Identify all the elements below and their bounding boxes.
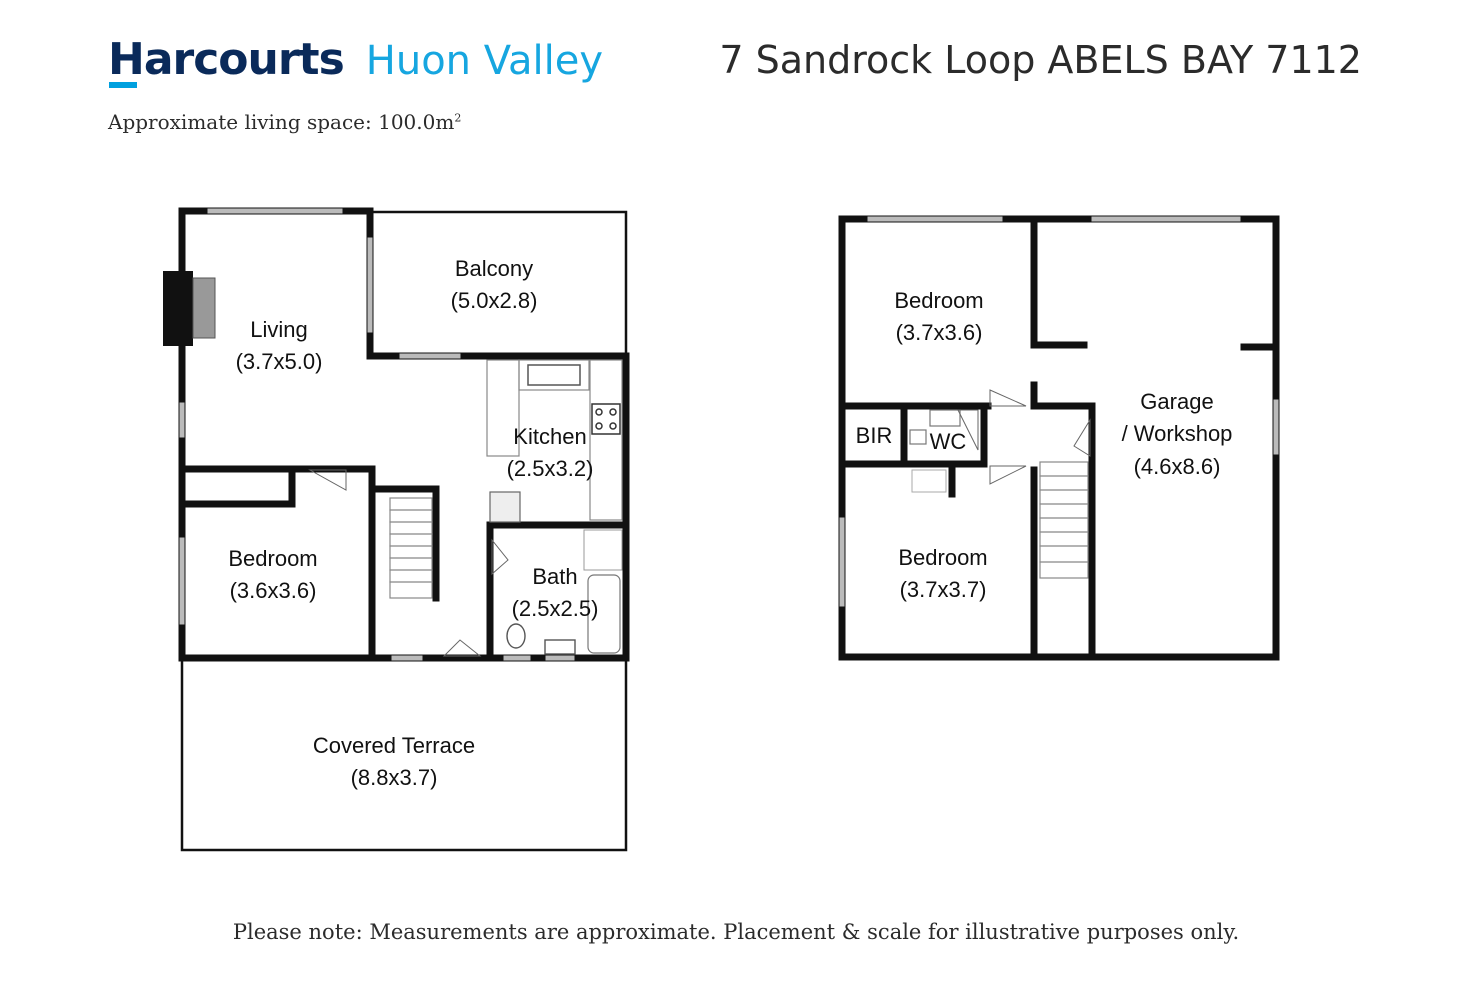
kitchen-counter-top <box>518 359 590 391</box>
toilet <box>506 623 526 649</box>
brand-region: Huon Valley <box>365 38 604 84</box>
brand-underline <box>109 82 137 88</box>
room-dims-garage: (4.6x8.6) <box>1134 454 1221 479</box>
living-space-label: Approximate living space: 100.0m <box>108 110 455 134</box>
lower-windows <box>839 216 1279 607</box>
living-space-sup: 2 <box>454 111 462 125</box>
kitchen-sink <box>527 364 581 386</box>
shower <box>583 529 623 571</box>
laundry-appliance <box>489 491 521 523</box>
ground-stairs <box>389 497 433 599</box>
room-dims-covered-terrace: (8.8x3.7) <box>351 765 438 790</box>
bedroom-shelf <box>911 469 947 493</box>
kitchen-cooktop <box>591 403 621 435</box>
room-dims-bedroom-ground: (3.6x3.6) <box>230 578 317 603</box>
living-space: Approximate living space: 100.0m2 <box>108 110 461 134</box>
lower-room-labels: Bedroom (3.7x3.6) BIR WC Garage / Worksh… <box>856 288 1233 602</box>
room-label-wc: WC <box>930 429 967 454</box>
ground-windows <box>179 208 575 661</box>
basin <box>544 639 576 655</box>
ground-room-labels: Balcony (5.0x2.8) Living (3.7x5.0) Kitch… <box>228 256 598 790</box>
room-label-covered-terrace: Covered Terrace <box>313 733 475 758</box>
wc-basin <box>929 409 961 427</box>
hearth <box>192 277 216 339</box>
room-label-living: Living <box>250 317 307 342</box>
room-label-bath: Bath <box>532 564 577 589</box>
brand-name: Harcourts <box>108 34 345 85</box>
room-label-bir: BIR <box>856 423 893 448</box>
room-label-bedroom-lower: Bedroom <box>898 545 987 570</box>
room-label-balcony: Balcony <box>455 256 533 281</box>
property-address: 7 Sandrock Loop ABELS BAY 7112 <box>719 38 1362 82</box>
room-dims-living: (3.7x5.0) <box>236 349 323 374</box>
room-dims-balcony: (5.0x2.8) <box>451 288 538 313</box>
room-label-garage: Garage <box>1140 389 1213 414</box>
wc-toilet <box>909 429 927 445</box>
room-dims-bath: (2.5x2.5) <box>512 596 599 621</box>
lower-doors <box>957 389 1091 485</box>
room-label-workshop: / Workshop <box>1122 421 1233 446</box>
balcony-outline <box>368 210 628 358</box>
fireplace <box>163 271 193 346</box>
lower-floor-plan <box>838 215 1280 661</box>
disclaimer-note: Please note: Measurements are approximat… <box>232 920 1240 944</box>
room-label-bedroom-upper: Bedroom <box>894 288 983 313</box>
brand-logo: Harcourts Huon Valley <box>108 34 604 88</box>
room-dims-kitchen: (2.5x3.2) <box>507 456 594 481</box>
lower-stairs <box>1039 461 1089 579</box>
room-label-bedroom-ground: Bedroom <box>228 546 317 571</box>
room-dims-bedroom-upper: (3.7x3.6) <box>896 320 983 345</box>
kitchen-counter-right <box>589 359 623 521</box>
ground-doors <box>308 469 509 657</box>
kitchen-counter-left <box>486 359 520 457</box>
ground-floor-plan <box>163 207 630 852</box>
room-label-kitchen: Kitchen <box>513 424 586 449</box>
room-dims-bedroom-lower: (3.7x3.7) <box>900 577 987 602</box>
bathtub <box>587 574 621 654</box>
